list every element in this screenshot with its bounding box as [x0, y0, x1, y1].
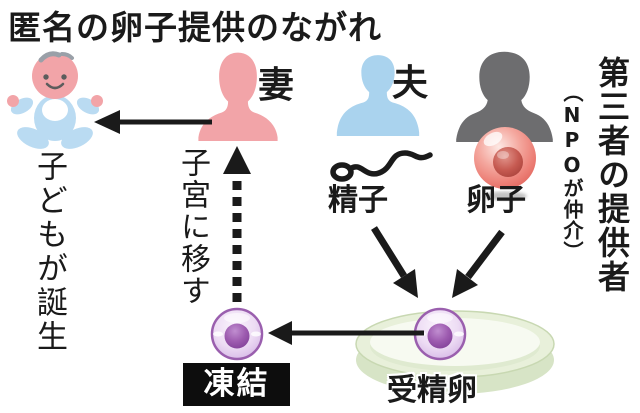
donor-note-rest: が仲介 — [560, 178, 584, 241]
freeze-badge: 凍結 — [183, 363, 290, 406]
egg-icon — [474, 127, 536, 201]
arrow-egg-to-dish — [452, 229, 505, 298]
baby-caption: 子どもが誕生 — [31, 150, 67, 354]
donor-title: 第三者の提供者 — [593, 56, 631, 294]
frozen-cell-icon — [210, 307, 264, 361]
arrow-sperm-to-dish — [371, 226, 418, 298]
egg-label: 卵子 — [466, 183, 526, 218]
wife-icon — [198, 52, 278, 141]
donor-icon — [456, 51, 553, 142]
arrow-transfer-up-icon — [223, 146, 251, 302]
page-title: 匿名の卵子提供のながれ — [8, 8, 382, 47]
sperm-icon — [330, 150, 433, 182]
transfer-caption: 子宮に移す — [175, 147, 210, 307]
donor-note-open: （ — [560, 82, 584, 103]
freeze-label: 凍結 — [203, 366, 270, 402]
sperm-label: 精子 — [328, 183, 388, 218]
husband-label: 夫 — [392, 63, 429, 104]
petri-dish-icon — [355, 310, 555, 394]
wife-label: 妻 — [258, 65, 295, 106]
fertilized-egg-icon — [413, 307, 467, 361]
baby-icon — [7, 51, 103, 149]
donor-note: （NPOが仲介） — [560, 82, 584, 262]
fertilized-egg-label: 受精卵 — [387, 373, 477, 408]
donor-note-org: NPO — [560, 103, 584, 178]
donor-note-close: ） — [560, 241, 584, 262]
husband-icon — [336, 55, 420, 136]
